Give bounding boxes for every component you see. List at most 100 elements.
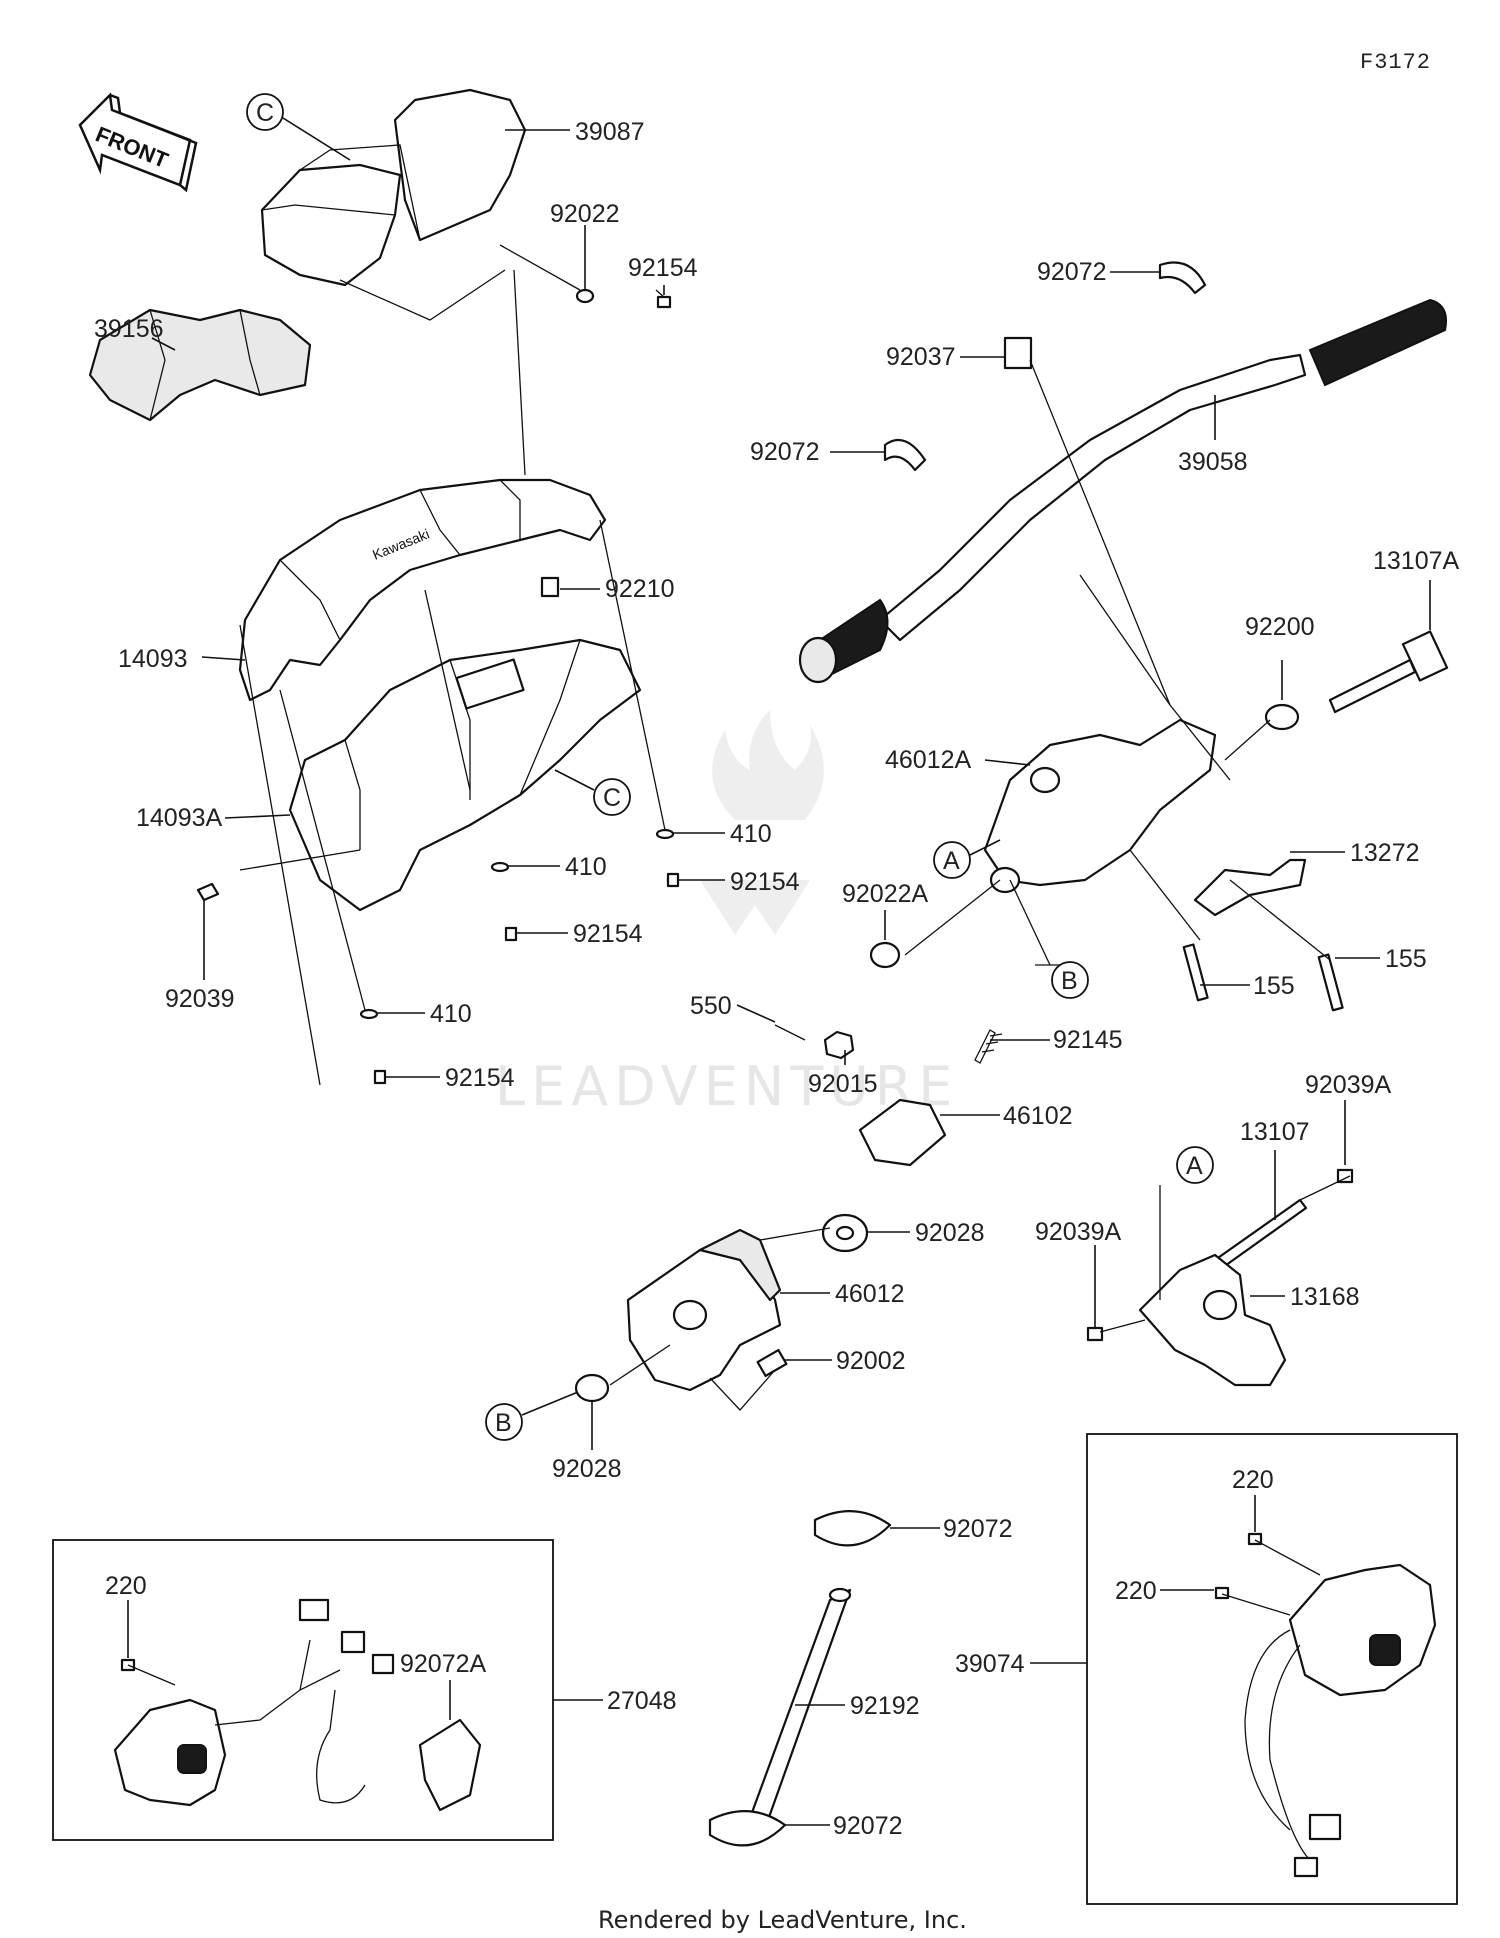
screw-92039A-top — [1336, 1168, 1354, 1184]
washer-92200 — [1264, 703, 1300, 731]
svg-text:A: A — [943, 847, 960, 875]
switch-39074-shape — [1244, 1563, 1437, 1878]
fastener-92154-top — [655, 289, 672, 309]
svg-text:C: C — [603, 784, 621, 812]
ref-b-lower: B — [485, 1391, 579, 1441]
screw-92039A-left — [1086, 1326, 1104, 1342]
ref-c-mid: C — [554, 769, 631, 816]
nut-410-a — [655, 828, 675, 840]
label-13107A: 13107A — [1373, 547, 1460, 575]
part-13272-shape — [1193, 858, 1307, 917]
nut-410-c — [359, 1008, 379, 1020]
label-92039A-left: 92039A — [1035, 1218, 1122, 1246]
washer-92028-top — [821, 1213, 869, 1253]
label-92154-a: 92154 — [730, 868, 800, 896]
label-92154-top: 92154 — [628, 254, 698, 282]
label-39087: 39087 — [575, 118, 645, 146]
clip-92210 — [540, 576, 560, 598]
label-46012A: 46012A — [885, 746, 972, 774]
bolt-155-a — [1182, 943, 1209, 1002]
band-92072-center-top — [813, 1510, 892, 1547]
label-220-right-a: 220 — [1232, 1466, 1274, 1494]
label-92072-center-top: 92072 — [943, 1515, 1013, 1543]
label-92002: 92002 — [836, 1347, 906, 1375]
bolt-155-b — [1317, 953, 1344, 1012]
fastener-92022 — [575, 288, 595, 304]
ref-a-bracket: A — [1176, 1146, 1214, 1184]
washer-92022A — [869, 941, 901, 969]
screw-220-left — [120, 1658, 176, 1686]
ref-c-top: C — [246, 93, 351, 161]
footer-credit: Rendered by LeadVenture, Inc. — [598, 1906, 967, 1934]
part-39058-shape — [798, 298, 1447, 684]
label-92037: 92037 — [886, 343, 956, 371]
label-13272: 13272 — [1350, 839, 1420, 867]
ref-a-holder: A — [933, 839, 1001, 879]
part-14093A-shape — [288, 638, 642, 912]
clip-92037 — [1003, 336, 1033, 370]
switch-27048-shape — [113, 1598, 482, 1812]
label-220-left: 220 — [105, 1572, 147, 1600]
part-46102-shape — [858, 1098, 947, 1167]
svg-text:B: B — [1061, 967, 1078, 995]
label-92200: 92200 — [1245, 613, 1315, 641]
label-92039: 92039 — [165, 985, 235, 1013]
label-39074: 39074 — [955, 1650, 1025, 1678]
screw-220-right-b — [1214, 1586, 1291, 1616]
label-14093: 14093 — [118, 645, 188, 673]
label-92072A: 92072A — [400, 1650, 487, 1678]
label-410-b: 410 — [565, 853, 607, 881]
label-46102: 46102 — [1003, 1102, 1073, 1130]
label-155-a: 155 — [1253, 972, 1295, 1000]
label-92072-center-bottom: 92072 — [833, 1812, 903, 1840]
label-92028-bottom: 92028 — [552, 1455, 622, 1483]
label-39156: 39156 — [94, 315, 164, 343]
label-92072-left: 92072 — [750, 438, 820, 466]
label-92154-c: 92154 — [445, 1064, 515, 1092]
label-92072-top: 92072 — [1037, 258, 1107, 286]
spring-92145 — [974, 1029, 1003, 1064]
band-92072-center-bottom — [708, 1810, 787, 1847]
washer-92028-bottom — [574, 1373, 610, 1403]
screw-92154-b — [504, 926, 518, 942]
label-92039A-top: 92039A — [1305, 1071, 1392, 1099]
label-39058: 39058 — [1178, 448, 1248, 476]
label-410-c: 410 — [430, 1000, 472, 1028]
bolt-92002 — [756, 1348, 788, 1378]
label-92154-b: 92154 — [573, 920, 643, 948]
svg-text:C: C — [256, 99, 274, 127]
part-13168-shape — [1138, 1253, 1287, 1387]
part-39156-shape — [88, 308, 312, 422]
svg-text:A: A — [1186, 1152, 1203, 1180]
label-92015: 92015 — [808, 1070, 878, 1098]
watermark-text: LEADVENTURE — [495, 1055, 958, 1118]
svg-text:B: B — [495, 1409, 512, 1437]
label-46012: 46012 — [835, 1280, 905, 1308]
band-92072-left — [883, 438, 927, 472]
band-92072-top — [1158, 261, 1207, 295]
label-13107: 13107 — [1240, 1118, 1310, 1146]
part-39087-shape — [260, 88, 527, 287]
nut-92015 — [823, 1030, 855, 1060]
diagram-code: F3172 — [1360, 50, 1431, 75]
ref-b-holder: B — [1051, 961, 1089, 999]
fastener-92039 — [196, 882, 220, 902]
label-14093A: 14093A — [136, 804, 223, 832]
screw-220-right-a — [1247, 1532, 1321, 1576]
front-arrow-icon: FRONT — [78, 92, 198, 193]
box-27048 — [52, 1539, 554, 1841]
label-92028-top: 92028 — [915, 1219, 985, 1247]
label-92022A: 92022A — [842, 880, 929, 908]
part-46012A-shape — [983, 718, 1217, 894]
label-27048: 27048 — [607, 1687, 677, 1715]
label-155-b: 155 — [1385, 945, 1427, 973]
pin-13107 — [1213, 1198, 1308, 1270]
watermark: LEADVENTURE — [495, 710, 958, 1118]
screw-92154-c — [373, 1069, 387, 1085]
label-410-a: 410 — [730, 820, 772, 848]
label-550: 550 — [690, 992, 732, 1020]
nut-410-b — [490, 861, 510, 873]
screw-92154-a — [666, 872, 680, 888]
label-92145: 92145 — [1053, 1026, 1123, 1054]
